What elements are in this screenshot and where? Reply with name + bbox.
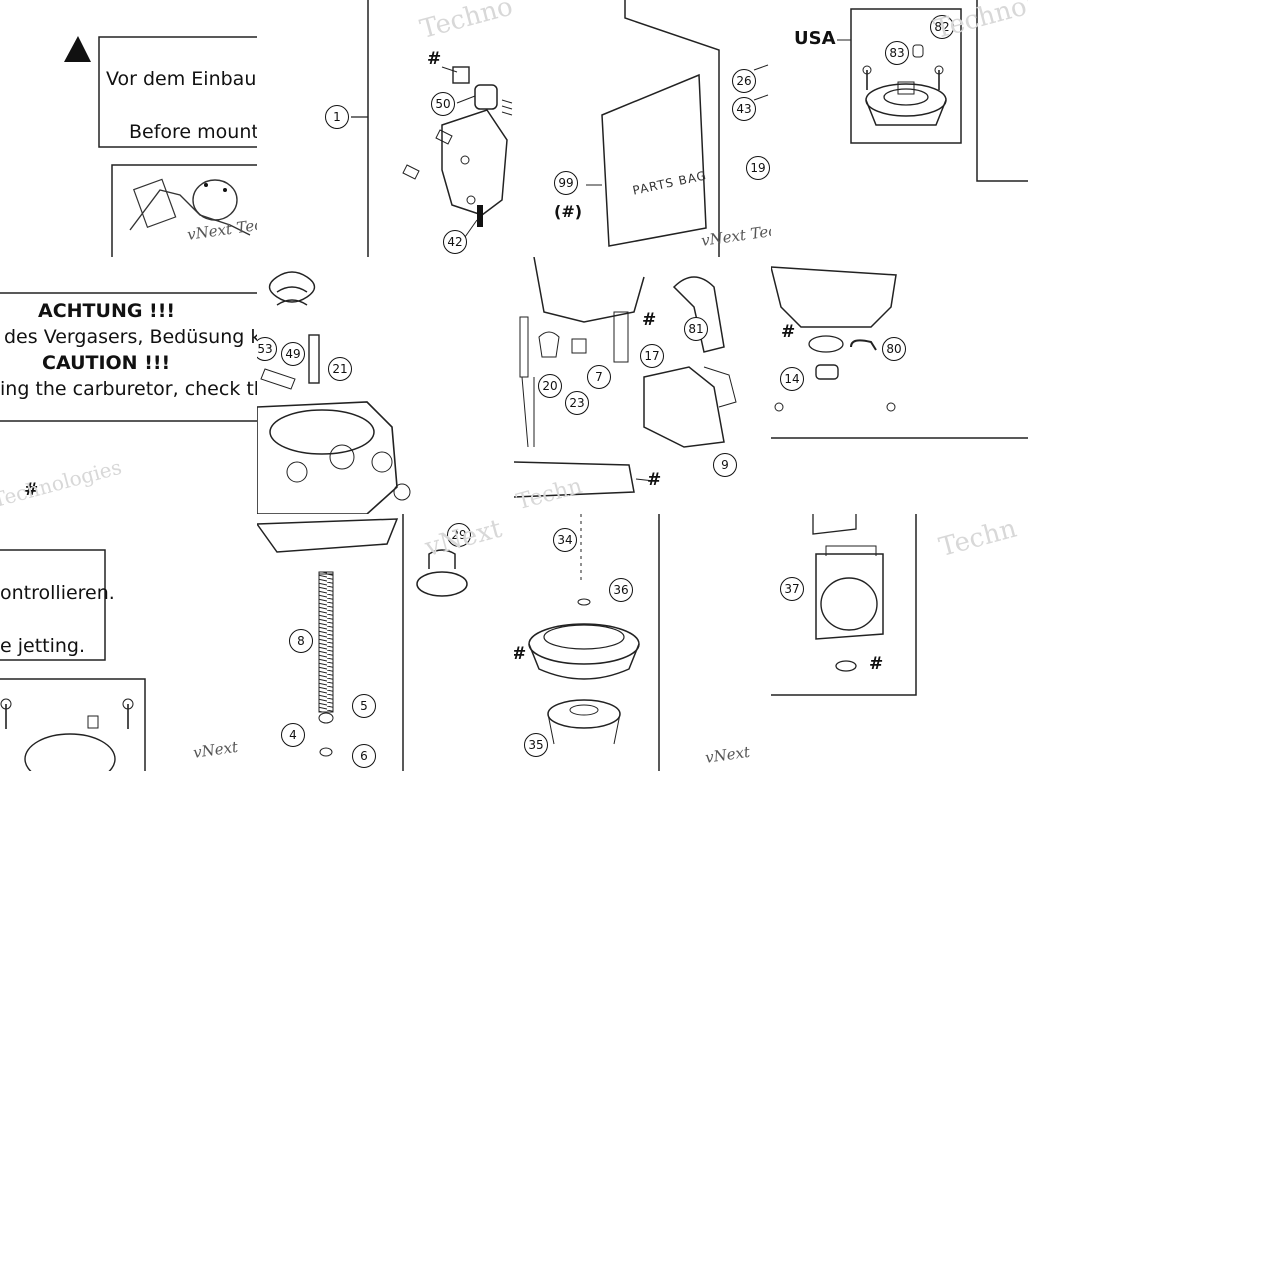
carb-body-mid-art: [257, 271, 411, 514]
hash-mark: #: [514, 644, 526, 664]
parts-bag-art: [586, 0, 769, 257]
callout-8: 8: [289, 629, 313, 653]
callout-9: 9: [713, 453, 737, 477]
hash-mark: #: [781, 322, 796, 342]
hash-mark: #: [647, 470, 662, 490]
callout-4: 4: [281, 723, 305, 747]
tile-carb-body-mid: 53 49 21: [257, 257, 514, 514]
tile-float-bowl: # 80 14: [771, 257, 1028, 514]
hash-mark: #: [642, 310, 657, 330]
tile-needle-spring: 8 5 4 6 29 vNext: [257, 514, 514, 771]
needle-spring-art: [257, 514, 468, 771]
tile-parts-bag: PARTS BAG 99 (#) 26 43 19 vNext Tec: [514, 0, 771, 257]
callout-49: 49: [281, 342, 305, 366]
callout-23: 23: [565, 391, 589, 415]
callout-82: 82: [930, 15, 954, 39]
hash-mark: #: [869, 654, 884, 674]
callout-53: 53: [257, 337, 277, 361]
tile-usa-cover: USA 82 83 Technologies: [771, 0, 1028, 257]
float-bowl-art: [771, 266, 1028, 439]
callout-19: 19: [746, 156, 770, 180]
notice-bottom-art: [0, 549, 146, 771]
tile-choke-housing: 37 # Techn: [771, 514, 1028, 771]
diaphragm-art: [528, 514, 660, 771]
warning-de-head: ACHTUNG !!!: [38, 300, 176, 322]
warning-art: [0, 292, 257, 422]
callout-20: 20: [538, 374, 562, 398]
notice-top-art: [64, 36, 257, 257]
choke-housing-art: [771, 514, 917, 696]
tile-notice-top: Vor dem Einbau Before mounti vNext Tec: [0, 0, 257, 257]
callout-80: 80: [882, 337, 906, 361]
callout-29: 29: [447, 523, 471, 547]
callout-99: 99: [554, 171, 578, 195]
tile-notice-bottom: ontrollieren. e jetting. vNext: [0, 514, 257, 771]
callout-1: 1: [325, 105, 349, 129]
notice-de-bottom: ontrollieren.: [0, 582, 115, 604]
tile-warning: ACHTUNG !!! des Vergasers, Bedüsung ko C…: [0, 257, 257, 514]
usa-cover-art: [837, 0, 1028, 182]
callout-50: 50: [431, 92, 455, 116]
callout-42: 42: [443, 230, 467, 254]
callout-34: 34: [553, 528, 577, 552]
callout-36: 36: [609, 578, 633, 602]
notice-en-top: Before mounti: [129, 121, 257, 143]
tile-carb-body-top: 1 # 50 42 Techno: [257, 0, 514, 257]
callout-35: 35: [524, 733, 548, 757]
callout-83: 83: [885, 41, 909, 65]
warning-de-line: des Vergasers, Bedüsung ko: [4, 326, 257, 348]
warning-en-line: ing the carburetor, check the: [0, 378, 257, 400]
callout-17: 17: [640, 344, 664, 368]
bag-ref: (#): [554, 202, 583, 221]
callout-26: 26: [732, 69, 756, 93]
callout-14: 14: [780, 367, 804, 391]
notice-de-top: Vor dem Einbau: [106, 68, 257, 90]
hash-mark: #: [24, 480, 39, 500]
warning-en-head: CAUTION !!!: [42, 352, 171, 374]
callout-81: 81: [684, 317, 708, 341]
callout-6: 6: [352, 744, 376, 768]
notice-en-bottom: e jetting.: [0, 635, 86, 657]
callout-21: 21: [328, 357, 352, 381]
callout-43: 43: [732, 97, 756, 121]
tile-diaphragm: 34 36 # 35 vNext: [514, 514, 771, 771]
callout-37: 37: [780, 577, 804, 601]
callout-5: 5: [352, 694, 376, 718]
region-label: USA: [794, 28, 836, 49]
callout-7: 7: [587, 365, 611, 389]
hash-mark: #: [427, 49, 442, 69]
carb-jets-art: [514, 257, 737, 498]
carb-body-top-art: [351, 0, 513, 257]
tile-carb-jets: # 81 17 7 20 23 9 # Techn: [514, 257, 771, 514]
